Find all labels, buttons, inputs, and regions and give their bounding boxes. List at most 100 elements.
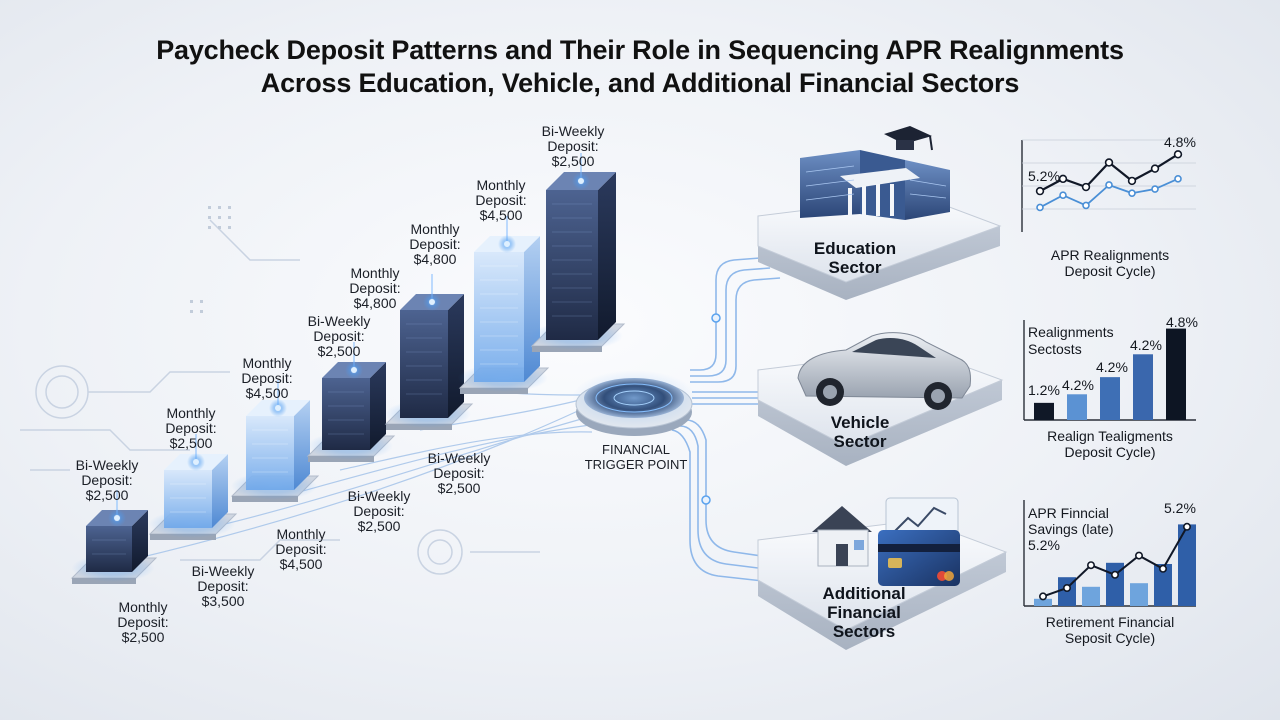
data-point xyxy=(1151,185,1159,193)
deposit-block xyxy=(384,274,474,430)
deposit-block xyxy=(148,434,238,540)
financial-trigger-hub[interactable] xyxy=(572,370,696,436)
block-front xyxy=(546,190,598,340)
block-light-dot xyxy=(429,299,435,305)
deposit-block xyxy=(458,216,550,394)
deposit-block xyxy=(230,380,320,502)
bar xyxy=(1034,598,1052,606)
data-point xyxy=(1082,201,1090,210)
bar xyxy=(1178,524,1196,606)
bar-label: 4.8% xyxy=(1166,314,1198,330)
data-point xyxy=(1035,186,1045,196)
block-light-dot xyxy=(193,459,199,465)
data-point xyxy=(1128,189,1136,197)
block-side xyxy=(448,294,464,418)
block-side xyxy=(132,510,148,572)
block-light-dot xyxy=(351,367,357,373)
trend-point xyxy=(1063,583,1072,592)
house-icon xyxy=(812,506,872,567)
deposit-block xyxy=(306,342,396,462)
trend-point xyxy=(1087,561,1096,570)
university-building-icon xyxy=(800,126,950,220)
education-apr-line-chart xyxy=(1021,139,1196,232)
car-icon xyxy=(797,332,971,410)
credit-card-icon xyxy=(878,530,960,586)
chart-label: 5.2% xyxy=(1164,500,1196,516)
data-point xyxy=(1036,203,1044,212)
trend-point xyxy=(1159,564,1168,573)
trend-point xyxy=(1039,592,1048,601)
bar-label: 4.2% xyxy=(1130,337,1162,353)
data-point xyxy=(1081,182,1091,192)
bar xyxy=(1166,328,1186,420)
title-line-2: Across Education, Vehicle, and Additiona… xyxy=(260,68,1020,98)
circuit-decoration xyxy=(20,219,540,575)
dot-grid xyxy=(190,206,231,313)
trend-point xyxy=(1183,522,1192,531)
data-point xyxy=(1104,158,1114,167)
data-point xyxy=(1058,174,1068,184)
bar xyxy=(1133,354,1153,420)
block-front xyxy=(474,252,524,382)
deposit-blocks xyxy=(70,153,626,584)
bar-label: 4.2% xyxy=(1096,359,1128,375)
node-dot xyxy=(711,313,721,323)
data-point xyxy=(1059,191,1067,199)
data-point xyxy=(1173,150,1183,159)
block-side xyxy=(294,400,310,490)
block-side xyxy=(370,362,386,450)
block-light-dot xyxy=(504,241,510,247)
trigger-point-label: FinancialTrigger Point xyxy=(584,442,688,472)
block-front xyxy=(322,378,370,450)
block-light-dot xyxy=(275,405,281,411)
chart-label: 5.2% xyxy=(1028,168,1060,184)
trend-point xyxy=(1111,570,1120,579)
block-side xyxy=(524,236,540,382)
block-front xyxy=(86,526,132,572)
block-light-dot xyxy=(114,515,120,521)
data-point xyxy=(1150,164,1160,173)
chart-label: 4.8% xyxy=(1164,134,1196,150)
block-front xyxy=(400,310,448,418)
bar xyxy=(1067,394,1087,420)
bar xyxy=(1082,586,1100,606)
data-point xyxy=(1174,175,1182,183)
bar xyxy=(1100,377,1120,420)
block-front xyxy=(164,470,212,528)
block-light-dot xyxy=(578,178,584,184)
deposit-block xyxy=(70,490,158,584)
data-point xyxy=(1105,181,1113,189)
bar xyxy=(1154,564,1172,606)
title-line-1: Paycheck Deposit Patterns and Their Role… xyxy=(156,35,1124,65)
sector-connection-lines xyxy=(671,257,810,585)
vehicle-apr-bar-chart xyxy=(1023,320,1196,421)
trend-point xyxy=(1135,551,1144,560)
block-side xyxy=(212,454,228,528)
block-front xyxy=(246,416,294,490)
block-side xyxy=(598,172,616,340)
bar xyxy=(1034,402,1054,420)
page-title: Paycheck Deposit Patterns and Their Role… xyxy=(0,34,1280,100)
deposit-block xyxy=(529,153,626,352)
bar-label: 1.2% xyxy=(1028,382,1060,398)
